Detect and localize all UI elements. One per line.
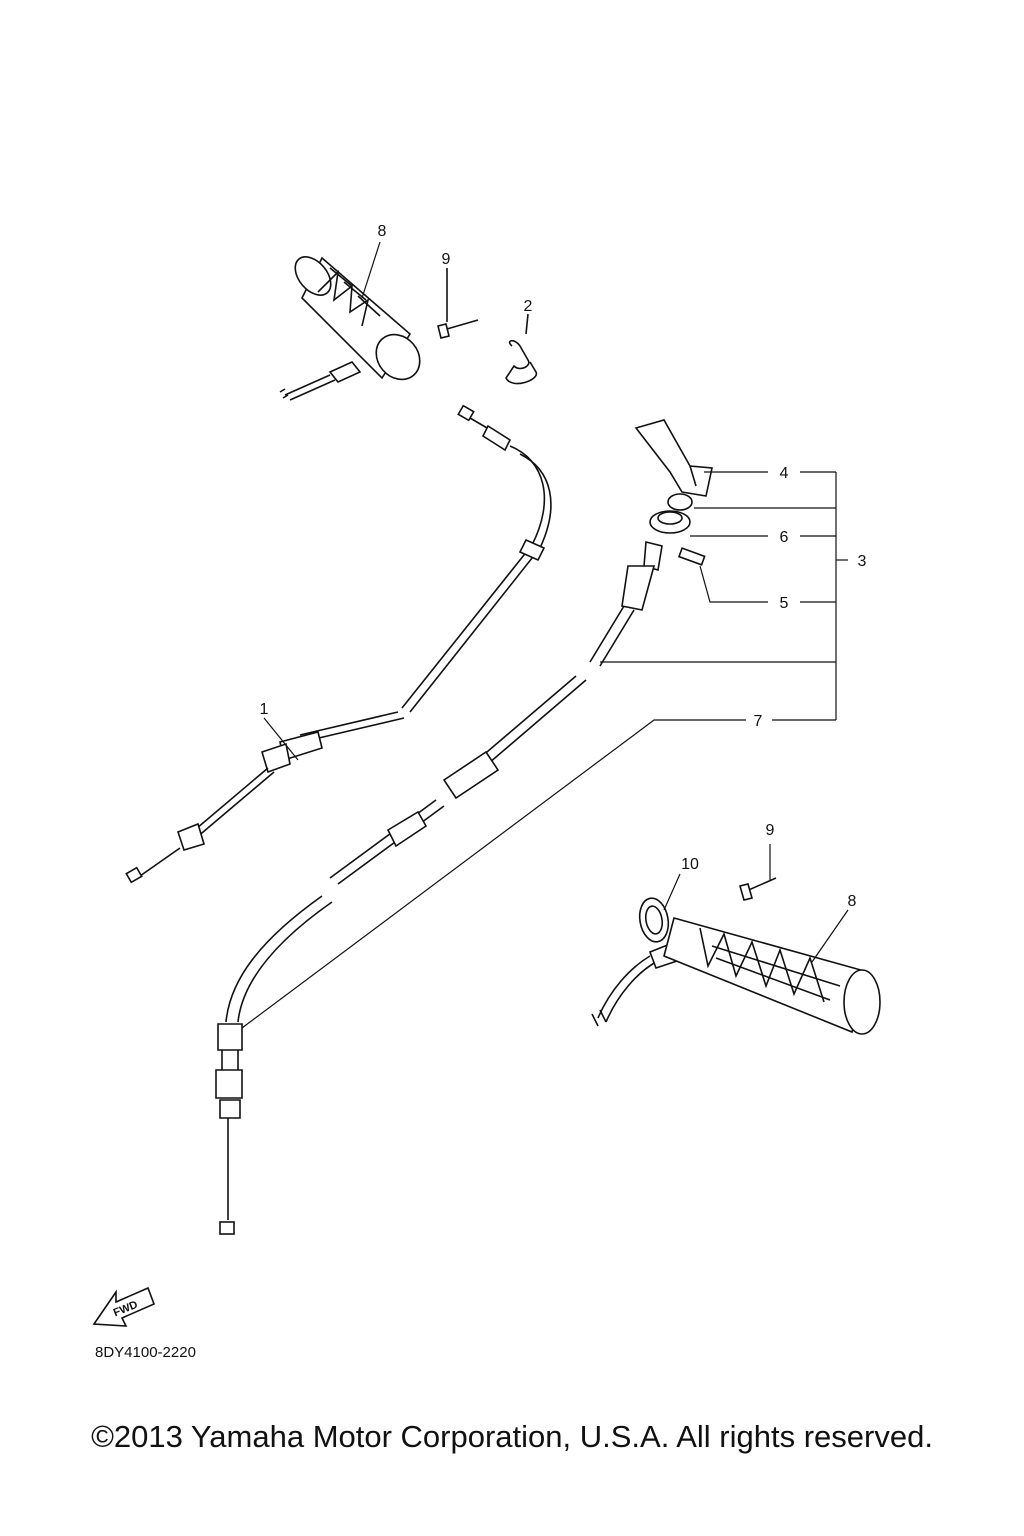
callout-1: 1 xyxy=(260,701,269,718)
callout-8-upper: 8 xyxy=(378,223,387,240)
callout-9-upper: 9 xyxy=(442,251,451,268)
grip-collar-10 xyxy=(638,897,670,943)
lower-screw xyxy=(739,877,777,901)
upper-screw xyxy=(437,268,479,339)
pin-5 xyxy=(677,547,706,566)
cable-1 xyxy=(125,404,552,884)
callout-9-lower: 9 xyxy=(766,822,775,839)
lever-collar xyxy=(667,493,693,511)
leader-lines xyxy=(241,241,849,1029)
lever-nut-6 xyxy=(649,510,691,534)
fwd-arrow-icon: FWD xyxy=(92,1286,156,1327)
callout-10: 10 xyxy=(681,856,699,873)
upper-handlebar-grip xyxy=(279,256,421,401)
diagram-code: 8DY4100-2220 xyxy=(95,1344,196,1361)
callout-8-lower: 8 xyxy=(848,893,857,910)
cable-7 xyxy=(215,540,663,1235)
callout-7: 7 xyxy=(754,713,763,730)
throttle-lever xyxy=(634,419,713,497)
copyright-notice: ©2013 Yamaha Motor Corporation, U.S.A. A… xyxy=(91,1419,933,1454)
lower-handlebar-grip xyxy=(591,917,881,1035)
cable-clip xyxy=(505,313,537,385)
callout-5: 5 xyxy=(780,595,789,612)
callout-2: 2 xyxy=(524,298,533,315)
callout-4: 4 xyxy=(780,465,789,482)
callout-6: 6 xyxy=(780,529,789,546)
callout-3: 3 xyxy=(858,553,867,570)
